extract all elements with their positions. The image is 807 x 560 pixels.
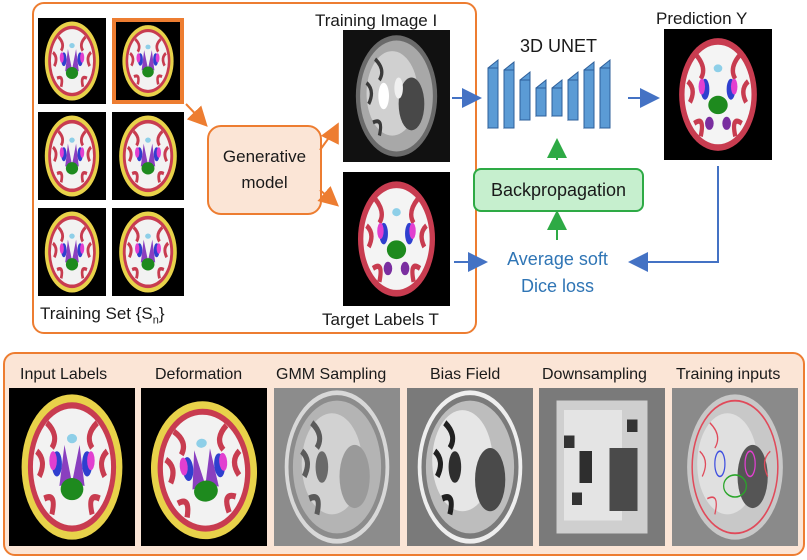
- generative-model-box: Generative model: [207, 125, 322, 215]
- deformation-image: [141, 388, 267, 546]
- augmentation-steps-panel: [3, 352, 805, 556]
- generative-model-line1: Generative: [222, 147, 307, 166]
- training-set-image-1: [38, 18, 106, 104]
- step-title-gmm-sampling: GMM Sampling: [276, 366, 387, 383]
- backpropagation-box: Backpropagation: [473, 168, 644, 212]
- step-title-downsampling: Downsampling: [542, 366, 647, 383]
- training-pipeline-frame: [32, 2, 477, 334]
- step-title-bias-field: Bias Field: [430, 366, 501, 383]
- prediction-label: Prediction Y: [656, 9, 748, 28]
- gmm-sampling-image: [274, 388, 400, 546]
- training-inputs-image: [672, 388, 798, 546]
- training-set-label: Training Set {Sn}: [40, 304, 165, 327]
- training-set-image-4: [112, 112, 184, 200]
- training-set-image-3: [38, 112, 106, 200]
- unet-icon: [487, 58, 611, 130]
- input-labels-image: [9, 388, 135, 546]
- training-image: [343, 30, 450, 162]
- generative-model-line2: model: [241, 173, 288, 192]
- backpropagation-label: Backpropagation: [490, 179, 627, 200]
- dice-loss-line2: Dice loss: [520, 276, 595, 296]
- unet-label: 3D UNET: [520, 36, 598, 56]
- training-image-label: Training Image I: [315, 11, 438, 30]
- training-set-image-2: [112, 18, 184, 104]
- downsampling-image: [539, 388, 665, 546]
- blue-arrows: [452, 88, 719, 272]
- orange-arrows: [185, 103, 340, 207]
- step-title-deformation: Deformation: [155, 366, 243, 383]
- step-title-training-inputs: Training inputs: [676, 366, 781, 383]
- bias-field-image: [407, 388, 533, 546]
- training-set-image-5: [38, 208, 106, 296]
- training-set-image-6: [112, 208, 184, 296]
- target-labels-image: [343, 172, 450, 306]
- dice-loss-line1: Average soft: [507, 249, 608, 269]
- prediction-image: [664, 29, 772, 160]
- step-title-input-labels: Input Labels: [20, 366, 108, 383]
- target-labels-label: Target Labels T: [322, 310, 439, 329]
- dice-loss-label: Average soft Dice loss: [490, 246, 625, 300]
